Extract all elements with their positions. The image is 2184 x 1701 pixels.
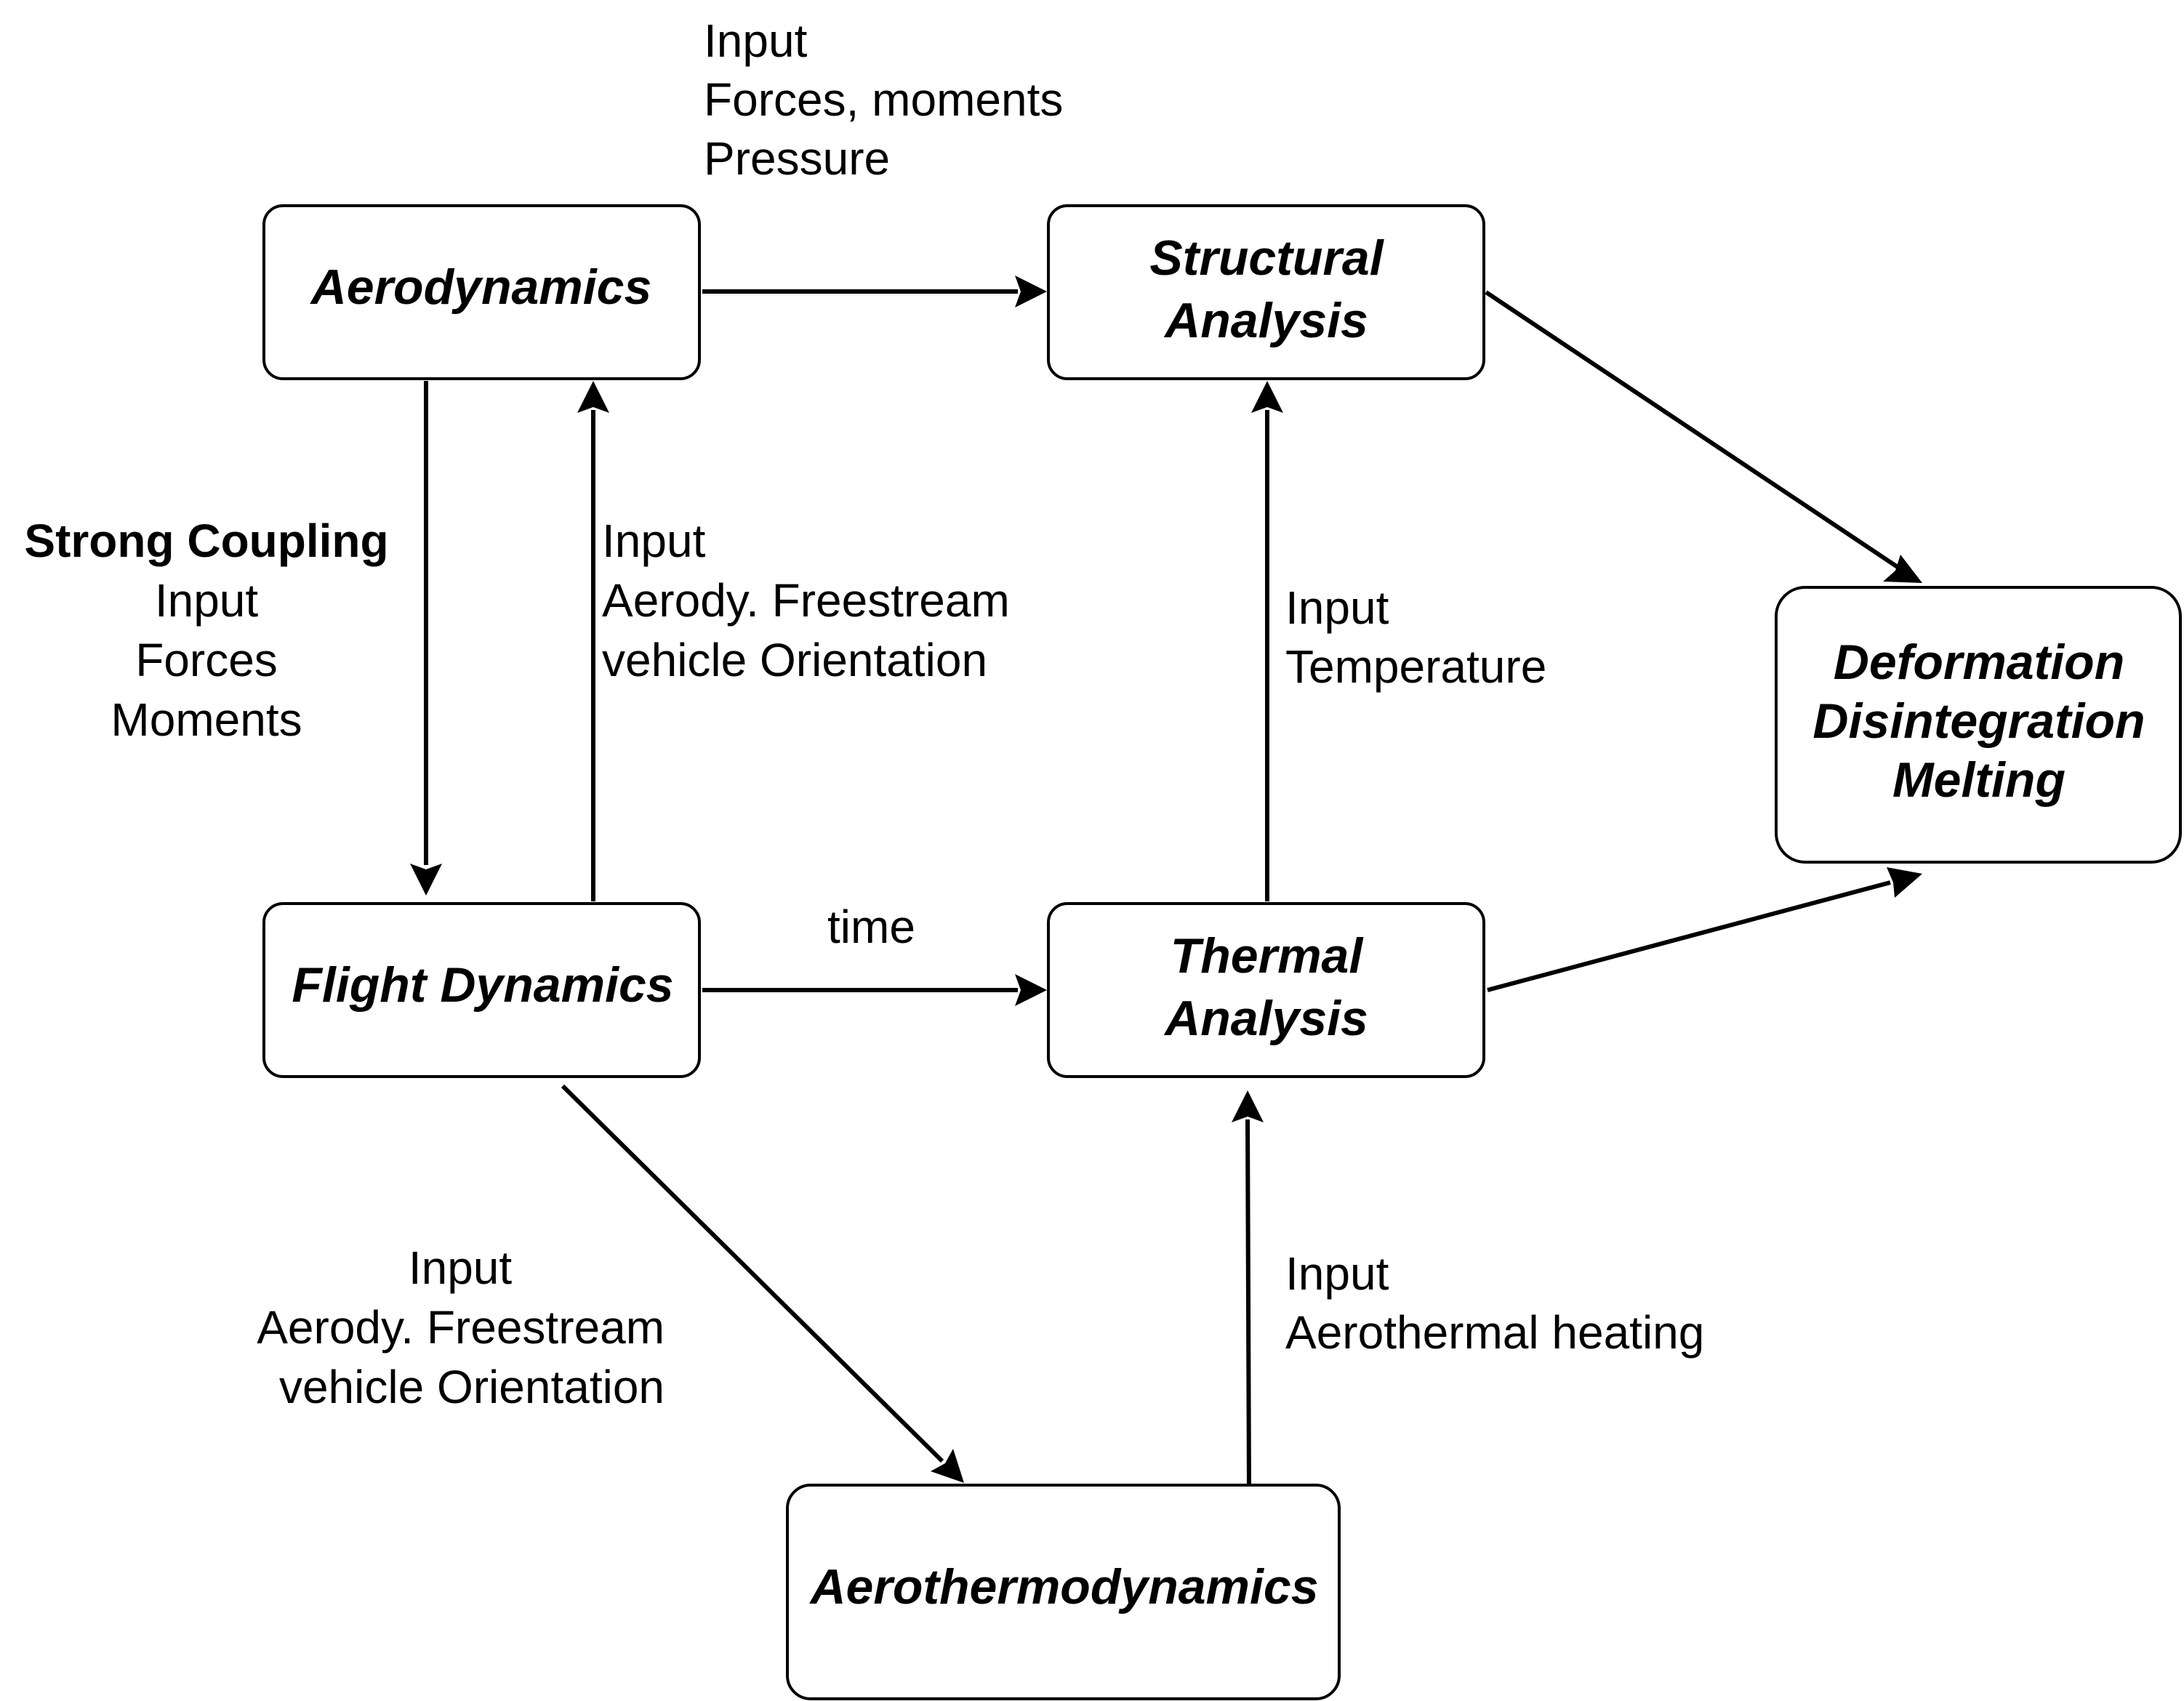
label-strong-coupling: Strong Coupling Input Forces Moments — [24, 515, 388, 746]
arrowhead-thermal-bottom — [1232, 1090, 1264, 1122]
edge-aerothermodynamics-to-thermal — [1245, 1119, 1251, 1491]
label-coupling-line3: Moments — [111, 693, 302, 746]
arrowhead-structural — [1015, 276, 1047, 307]
label-flight-thermal-line1: time — [827, 901, 915, 953]
label-flight-aero-line3: vehicle Orientation — [602, 634, 987, 686]
label-coupling-title: Strong Coupling — [24, 515, 388, 567]
label-aero-to-structural: Input Forces, moments Pressure — [704, 15, 1063, 185]
label-coupling-line2: Forces — [135, 634, 278, 686]
edge-structural-to-deformation — [1485, 290, 1899, 569]
node-flight-label: Flight Dynamics — [292, 957, 673, 1013]
node-structural-label-line1: Structural — [1149, 230, 1384, 286]
node-structural-analysis: Structural Analysis — [1047, 204, 1485, 380]
arrowhead-deformation-top — [1883, 555, 1922, 583]
node-structural-label-line2: Analysis — [1163, 293, 1368, 348]
node-flight-dynamics: Flight Dynamics — [262, 902, 701, 1078]
label-thermal-struct-line2: Temperature — [1285, 640, 1546, 693]
label-flight-aerothermo-line3: vehicle Orientation — [279, 1361, 665, 1413]
label-thermal-to-structural: Input Temperature — [1285, 582, 1546, 693]
node-deformation: Deformation Disintegration Melting — [1775, 586, 2182, 864]
node-aerodynamics: Aerodynamics — [262, 204, 701, 380]
label-aero-struct-line1: Input — [704, 15, 808, 67]
edge-thermal-to-deformation — [1487, 880, 1891, 992]
label-flight-to-aerothermodynamics: Input Aerody. Freestream vehicle Orienta… — [257, 1242, 665, 1413]
label-aero-struct-line2: Forces, moments — [704, 73, 1063, 126]
label-coupling-line1: Input — [155, 574, 259, 627]
label-flight-aerothermo-line1: Input — [409, 1242, 513, 1294]
node-deformation-label-line3: Melting — [1892, 752, 2065, 808]
edges — [410, 276, 1922, 1491]
label-thermal-struct-line1: Input — [1285, 582, 1389, 634]
node-aerothermodynamics-label: Aerothermodynamics — [808, 1559, 1318, 1614]
node-deformation-label-line2: Disintegration — [1812, 693, 2145, 749]
label-flight-aerothermo-line2: Aerody. Freestream — [257, 1301, 665, 1354]
node-thermal-label-line1: Thermal — [1171, 928, 1365, 984]
label-aerothermo-thermal-line2: Aerothermal heating — [1285, 1306, 1704, 1359]
label-aerothermo-to-thermal: Input Aerothermal heating — [1285, 1247, 1704, 1359]
label-flight-to-aerodynamics: Input Aerody. Freestream vehicle Orienta… — [602, 515, 1010, 686]
arrowhead-aerothermodynamics — [931, 1449, 964, 1483]
arrowhead-flight — [410, 864, 442, 896]
label-aerothermo-thermal-line1: Input — [1285, 1247, 1389, 1300]
label-flight-aero-line2: Aerody. Freestream — [602, 574, 1010, 627]
arrowhead-aerodynamics — [577, 381, 609, 413]
arrowhead-thermal — [1015, 974, 1047, 1006]
arrowhead-structural-bottom — [1251, 381, 1283, 413]
node-aerothermodynamics: Aerothermodynamics — [786, 1484, 1341, 1700]
label-flight-aero-line1: Input — [602, 515, 706, 567]
node-deformation-label-line1: Deformation — [1834, 635, 2124, 690]
edge-flight-to-aerothermodynamics — [561, 1084, 944, 1463]
arrowhead-deformation-bottom — [1887, 867, 1922, 898]
label-aero-struct-line3: Pressure — [704, 132, 890, 185]
label-flight-to-thermal: time — [827, 901, 915, 953]
node-aerodynamics-label: Aerodynamics — [310, 260, 652, 315]
node-thermal-analysis: Thermal Analysis — [1047, 902, 1485, 1078]
node-thermal-label-line2: Analysis — [1163, 991, 1368, 1046]
